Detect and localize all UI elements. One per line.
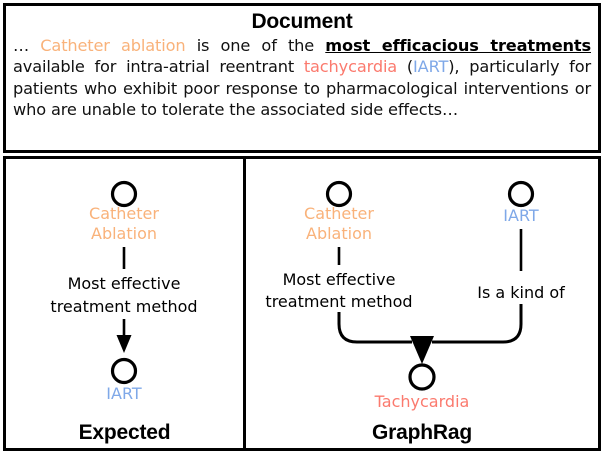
node-iart[interactable] xyxy=(507,180,535,208)
edge-label-most-effective-line2: treatment method xyxy=(265,292,412,311)
node-label-catheter-ablation-line2: Ablation xyxy=(306,224,372,243)
graphrag-panel: Catheter Ablation IART Most effective tr… xyxy=(243,156,601,451)
edge-label-is-a-kind-of: Is a kind of xyxy=(477,283,565,302)
document-body: … Catheter ablation is one of the most e… xyxy=(6,35,598,121)
node-catheter-ablation[interactable] xyxy=(325,180,353,208)
expected-graph: Catheter Ablation Most effective treatme… xyxy=(50,180,198,403)
edge-label-most-effective-line2: treatment method xyxy=(50,297,197,316)
graphrag-panel-caption: GraphRag xyxy=(372,421,472,444)
node-tachycardia[interactable] xyxy=(408,363,436,391)
expected-panel: Catheter Ablation Most effective treatme… xyxy=(3,156,246,451)
doc-token-iart: IART xyxy=(413,57,449,77)
node-catheter-ablation[interactable] xyxy=(110,180,138,208)
node-label-catheter-ablation-line1: Catheter xyxy=(304,204,374,223)
arrowhead-most-effective xyxy=(116,335,132,353)
document-title: Document xyxy=(251,10,353,33)
doc-token-catheter-ablation: Catheter ablation xyxy=(40,36,186,55)
node-label-catheter-ablation-line2: Ablation xyxy=(91,224,157,243)
doc-token-paren-open: ( xyxy=(397,57,414,77)
node-label-iart: IART xyxy=(503,206,539,225)
edge-label-most-effective-line1: Most effective xyxy=(283,270,396,289)
doc-token-connector-2: available for intra-atrial reentrant xyxy=(13,57,304,77)
edge-path-most-effective xyxy=(337,312,412,344)
node-iart[interactable] xyxy=(110,357,138,385)
document-panel: Document … Catheter ablation is one of t… xyxy=(3,3,601,153)
edge-label-most-effective-line1: Most effective xyxy=(68,274,181,293)
arrowhead-tachycardia xyxy=(410,336,434,364)
doc-token-connector-1: is one of the xyxy=(185,36,326,55)
doc-token-most-efficacious-treatments: most efficacious treatments xyxy=(325,36,591,55)
doc-token-ellipsis-start: … xyxy=(13,36,41,55)
node-label-tachycardia: Tachycardia xyxy=(374,392,470,411)
graphrag-graph: Catheter Ablation IART Most effective tr… xyxy=(265,180,565,411)
edge-path-is-a-kind-of xyxy=(432,304,523,344)
expected-panel-caption: Expected xyxy=(78,421,171,444)
doc-token-tail: ), particularly for patients who exhibit… xyxy=(13,57,591,120)
node-label-catheter-ablation-line1: Catheter xyxy=(89,204,159,223)
node-label-iart: IART xyxy=(106,384,142,403)
doc-token-tachycardia: tachycardia xyxy=(303,57,398,77)
